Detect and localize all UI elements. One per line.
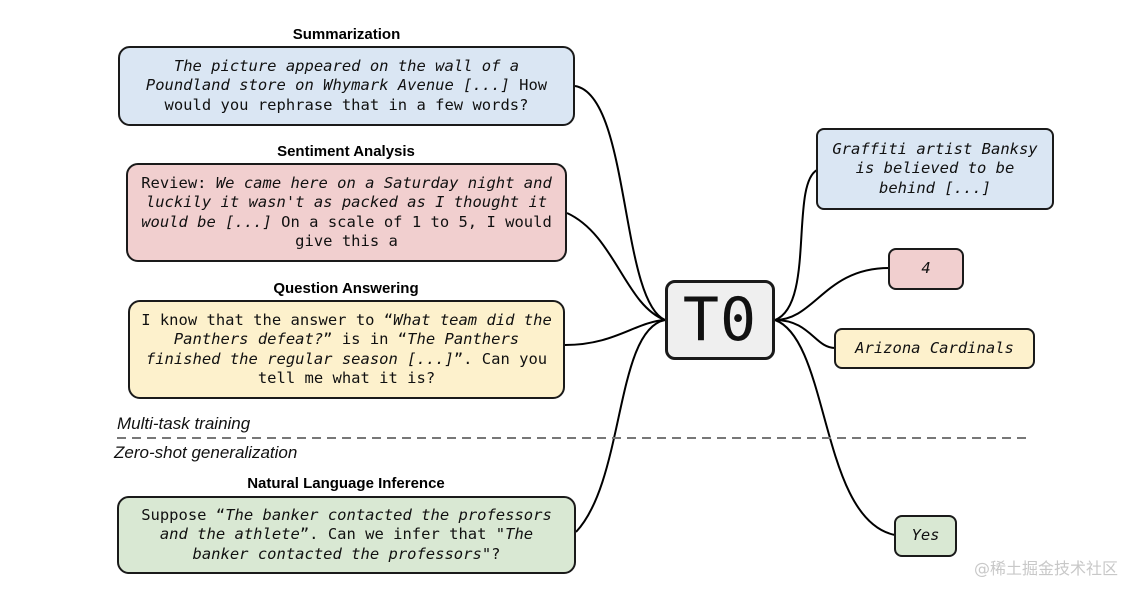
input-box-summarization: The picture appeared on the wall of a Po… [118,46,575,126]
prompt-segment: "? [481,544,501,563]
output-text-qa: Arizona Cardinals [855,338,1014,357]
output-box-summary: Graffiti artist Banksy is believed to be… [816,128,1054,210]
prompt-segment: How would you rephrase that in a few wor… [164,76,548,114]
connector-output-nli [774,319,896,536]
prompt-segment: The banker contacted the professors and … [159,505,552,544]
heading-question-answering: Question Answering [273,280,419,297]
input-text-summarization: The picture appeared on the wall of a Po… [130,57,563,116]
watermark-text: @稀土掘金技术社区 [973,559,1118,578]
input-box-nli: Suppose “The banker contacted the profes… [117,496,576,574]
connector-qa [564,319,666,346]
t0-model-box: T0 [665,280,775,360]
connector-output-summary [774,169,818,321]
input-text-nli: Suppose “The banker contacted the profes… [129,506,564,565]
input-text-qa: I know that the answer to “What team did… [140,311,553,389]
prompt-segment: Review: [141,173,216,192]
connector-output-qa [774,319,836,349]
connector-nli [575,319,666,533]
prompt-segment: ”. Can we infer that " [299,525,506,544]
prompt-segment: On a scale of 1 to 5, I would give this … [271,212,552,251]
prompt-segment: We came here on a Saturday night and luc… [141,173,552,231]
connector-output-sentiment [774,267,890,321]
input-text-sentiment: Review: We came here on a Saturday night… [138,174,555,252]
connector-sentiment [566,212,666,321]
prompt-segment: The Panthers finished the regular season… [145,330,520,368]
prompt-segment: The banker contacted the professors [192,525,534,563]
heading-sentiment-analysis: Sentiment Analysis [277,143,415,160]
connector-summarization [574,85,666,321]
prompt-segment: ”. Can you tell me what it is? [257,349,548,388]
heading-summarization: Summarization [292,26,401,43]
output-text-nli: Yes [911,526,940,545]
label-multi-task-training: Multi-task training [117,414,251,433]
output-box-sentiment: 4 [888,248,964,290]
prompt-segment: What team did the Panthers defeat? [173,310,552,349]
output-text-summary: Graffiti artist Banksy is believed to be… [832,139,1038,197]
output-box-qa: Arizona Cardinals [834,328,1035,369]
prompt-segment: I know that the answer to “ [141,310,394,329]
prompt-segment: ” is in “ [323,330,408,348]
heading-natural-language-inference: Natural Language Inference [247,475,445,492]
output-box-nli: Yes [894,515,957,557]
label-zero-shot-generalization: Zero-shot generalization [114,443,298,462]
output-text-sentiment: 4 [921,259,931,278]
prompt-segment: The picture appeared on the wall of a Po… [145,56,520,95]
input-box-sentiment: Review: We came here on a Saturday night… [126,163,567,262]
input-box-qa: I know that the answer to “What team did… [128,300,565,399]
prompt-segment: Suppose “ [141,505,226,524]
